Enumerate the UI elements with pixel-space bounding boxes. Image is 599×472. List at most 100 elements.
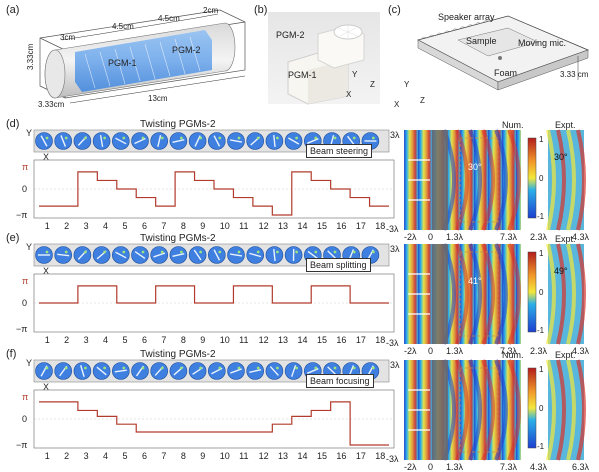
field-x-tick: 2.3λ bbox=[530, 232, 547, 242]
pgm-cell bbox=[36, 363, 53, 380]
x-tick-label: 17 bbox=[356, 451, 366, 461]
x-tick-label: 17 bbox=[356, 335, 366, 345]
pgm-cell bbox=[112, 363, 129, 380]
dim-height: 3.33cm bbox=[26, 44, 36, 70]
field-y-bot: -3λ bbox=[386, 224, 399, 234]
x-tick-label: 12 bbox=[259, 451, 269, 461]
dim-width: 3.33cm bbox=[38, 100, 64, 110]
x-tick-label: 1 bbox=[45, 221, 50, 231]
x-tick-label: 15 bbox=[317, 221, 327, 231]
pgm-cell bbox=[112, 247, 129, 264]
label-moving-mic: Moving mic. bbox=[518, 38, 566, 48]
y-tick-pi: π bbox=[22, 392, 28, 402]
pgm-cell bbox=[266, 247, 283, 264]
pgm-cell bbox=[247, 363, 264, 380]
x-tick-label: 6 bbox=[142, 221, 147, 231]
pgm-cell bbox=[170, 247, 187, 264]
x-tick-label: 3 bbox=[84, 221, 89, 231]
y-tick-pi: π bbox=[22, 276, 28, 286]
pgm-cell bbox=[93, 133, 110, 150]
x-tick-label: 18 bbox=[375, 335, 385, 345]
pgm-cell bbox=[228, 247, 245, 264]
x-tick-label: 10 bbox=[220, 221, 230, 231]
axis-b-z: Z bbox=[370, 80, 375, 90]
pgm-cell bbox=[132, 247, 149, 264]
pgm-cell bbox=[170, 133, 187, 150]
x-tick-label: 4 bbox=[103, 451, 108, 461]
pgm-cell bbox=[228, 133, 245, 150]
pgm-cell bbox=[285, 247, 302, 264]
x-tick-label: 1 bbox=[45, 451, 50, 461]
x-tick-label: 9 bbox=[200, 335, 205, 345]
y-tick-mpi: −π bbox=[16, 210, 27, 220]
axis-c-y: Y bbox=[404, 80, 409, 90]
pgm-cell bbox=[266, 133, 283, 150]
x-tick-label: 5 bbox=[123, 335, 128, 345]
colorbar-bot: -1 bbox=[537, 442, 544, 452]
x-tick-label: 18 bbox=[375, 451, 385, 461]
row-f-badge: Beam focusing bbox=[306, 374, 374, 388]
row-f-title: Twisting PGMs-2 bbox=[140, 350, 216, 360]
pgm-cell bbox=[132, 133, 149, 150]
field-x-tick: 0 bbox=[428, 346, 433, 356]
row-d-numeric-field: 30° bbox=[404, 130, 521, 230]
field-x-tick: 2.3λ bbox=[530, 346, 547, 356]
row-e-colorbar bbox=[528, 252, 536, 332]
field-x-tick: 1.3λ bbox=[446, 346, 463, 356]
colorbar-top: 1 bbox=[539, 135, 543, 145]
field-x-tick: 4.3λ bbox=[530, 462, 547, 472]
field-x-tick: 0 bbox=[428, 232, 433, 242]
row-f-colorbar bbox=[528, 368, 536, 448]
colorbar-mid: 0 bbox=[539, 174, 543, 184]
label-pgm1-b: PGM-1 bbox=[288, 70, 317, 80]
pgm-cell bbox=[266, 363, 283, 380]
pgm-cell bbox=[93, 363, 110, 380]
row-e-badge: Beam splitting bbox=[306, 258, 371, 272]
pgm-cell bbox=[285, 363, 302, 380]
x-tick-label: 11 bbox=[239, 221, 248, 231]
dim-4-5cm-b: 4.5cm bbox=[158, 14, 180, 24]
x-tick-label: 5 bbox=[123, 451, 128, 461]
row-e-numeric-field: 41° bbox=[404, 244, 521, 344]
colorbar-bot: -1 bbox=[537, 212, 544, 222]
panel-d-letter: (d) bbox=[6, 118, 19, 130]
pgm-cell bbox=[285, 133, 302, 150]
x-tick-label: 6 bbox=[142, 451, 147, 461]
pgm-cell bbox=[151, 133, 168, 150]
field-x-tick: -2λ bbox=[404, 232, 417, 242]
axis-b-x: X bbox=[346, 90, 351, 100]
pgm-cell bbox=[189, 133, 206, 150]
pgm-cell bbox=[93, 247, 110, 264]
label-height: 3.33 cm bbox=[560, 70, 588, 80]
pgm-cell bbox=[247, 133, 264, 150]
row-d-num-label: Num. bbox=[502, 120, 524, 130]
pgm-cell bbox=[55, 247, 72, 264]
pgm-cell bbox=[55, 133, 72, 150]
x-tick-label: 10 bbox=[220, 335, 230, 345]
row-d-phase-plot bbox=[34, 160, 394, 218]
x-tick-label: 2 bbox=[64, 335, 69, 345]
field-x-tick: 7.3λ bbox=[500, 232, 517, 242]
pgm-cell bbox=[247, 247, 264, 264]
pgm-cell bbox=[74, 363, 91, 380]
colorbar-bot: -1 bbox=[537, 326, 544, 336]
pgm-cell bbox=[189, 363, 206, 380]
row-e-axis-y: Y bbox=[26, 242, 32, 252]
row-d-expt-label: Expt. bbox=[555, 120, 576, 130]
panel-e-letter: (e) bbox=[6, 232, 19, 244]
angle-num-label: 30° bbox=[468, 162, 482, 172]
x-tick-label: 18 bbox=[375, 221, 385, 231]
label-pgm2-b: PGM-2 bbox=[276, 30, 305, 40]
row-d-badge: Beam steering bbox=[306, 144, 372, 158]
x-tick-label: 17 bbox=[356, 221, 366, 231]
x-tick-label: 1 bbox=[45, 335, 50, 345]
x-tick-label: 7 bbox=[161, 221, 166, 231]
label-sample: Sample bbox=[466, 36, 497, 46]
pgm-cell bbox=[55, 363, 72, 380]
angle-exp-label: 49° bbox=[554, 266, 568, 276]
row-d-title: Twisting PGMs-2 bbox=[140, 120, 216, 130]
x-tick-label: 13 bbox=[278, 335, 288, 345]
x-tick-label: 4 bbox=[103, 221, 108, 231]
x-tick-label: 8 bbox=[181, 221, 186, 231]
x-tick-label: 15 bbox=[317, 451, 327, 461]
